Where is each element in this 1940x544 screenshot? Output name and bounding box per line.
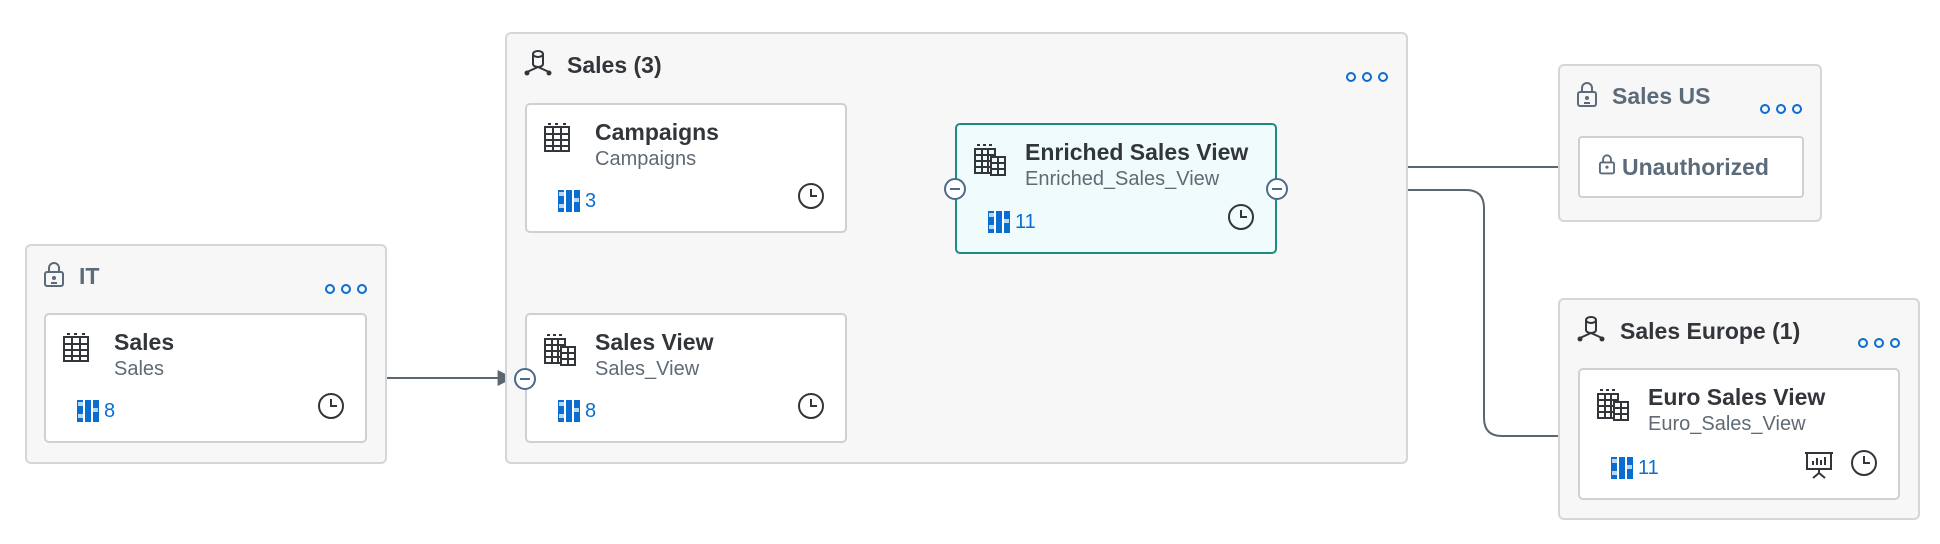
columns-icon (558, 400, 580, 422)
clock-icon[interactable] (1227, 203, 1255, 236)
clock-icon[interactable] (797, 182, 825, 215)
lock-icon (43, 260, 65, 293)
presentation-icon[interactable] (1804, 449, 1834, 484)
column-count[interactable]: 3 (557, 189, 596, 213)
space-icon (1576, 314, 1606, 349)
collapse-port-enriched-input[interactable] (944, 178, 966, 200)
node-title: Sales View (595, 329, 714, 355)
more-options-button[interactable] (325, 284, 367, 294)
column-count-value: 11 (1015, 210, 1036, 233)
lock-icon (1598, 153, 1616, 181)
clock-icon[interactable] (797, 392, 825, 425)
node-technical-name: Sales_View (595, 358, 700, 380)
clock-icon[interactable] (317, 392, 345, 425)
table-icon (62, 333, 90, 368)
space-icon (523, 48, 553, 83)
column-count-value: 3 (585, 189, 597, 212)
group-title: Sales (3) (567, 52, 662, 78)
more-options-button[interactable] (1760, 104, 1802, 114)
node-sales[interactable]: Sales Sales 8 (44, 313, 367, 443)
unauthorized-label: Unauthorized (1622, 153, 1769, 180)
column-count-value: 11 (1638, 456, 1659, 479)
more-options-button[interactable] (1858, 338, 1900, 348)
column-count[interactable]: 11 (1610, 456, 1659, 480)
node-technical-name: Enriched_Sales_View (1025, 168, 1220, 190)
columns-icon (1611, 457, 1633, 479)
node-enriched-sales-view[interactable]: Enriched Sales View Enriched_Sales_View … (955, 123, 1277, 254)
view-icon (1596, 388, 1630, 427)
node-euro-sales-view[interactable]: Euro Sales View Euro_Sales_View 11 (1578, 368, 1900, 500)
node-title: Sales (114, 329, 175, 355)
group-title: IT (79, 263, 100, 289)
unauthorized-node[interactable]: Unauthorized (1578, 136, 1804, 198)
node-technical-name: Euro_Sales_View (1648, 413, 1806, 435)
columns-icon (988, 211, 1010, 233)
node-technical-name: Campaigns (595, 148, 697, 170)
node-title: Euro Sales View (1648, 384, 1826, 410)
node-campaigns[interactable]: Campaigns Campaigns 3 (525, 103, 847, 233)
group-title: Sales Europe (1) (1620, 318, 1801, 344)
clock-icon[interactable] (1850, 449, 1878, 482)
column-count[interactable]: 11 (987, 210, 1036, 234)
collapse-port-enriched-output[interactable] (1266, 178, 1288, 200)
lock-icon (1576, 80, 1598, 113)
columns-icon (558, 190, 580, 212)
node-sales-view[interactable]: Sales View Sales_View 8 (525, 313, 847, 443)
column-count-value: 8 (585, 399, 597, 422)
table-icon (543, 123, 571, 158)
view-icon (543, 333, 577, 372)
node-title: Campaigns (595, 119, 719, 145)
columns-icon (77, 400, 99, 422)
column-count-value: 8 (104, 399, 116, 422)
node-title: Enriched Sales View (1025, 139, 1249, 165)
column-count[interactable]: 8 (76, 399, 115, 423)
more-options-button[interactable] (1346, 72, 1388, 82)
column-count[interactable]: 8 (557, 399, 596, 423)
node-technical-name: Sales (114, 358, 165, 380)
group-sales-us[interactable]: Sales US Unauthorized (1558, 64, 1822, 222)
collapse-port-sales-view-input[interactable] (514, 368, 536, 390)
view-icon (973, 143, 1007, 182)
group-title: Sales US (1612, 83, 1711, 109)
